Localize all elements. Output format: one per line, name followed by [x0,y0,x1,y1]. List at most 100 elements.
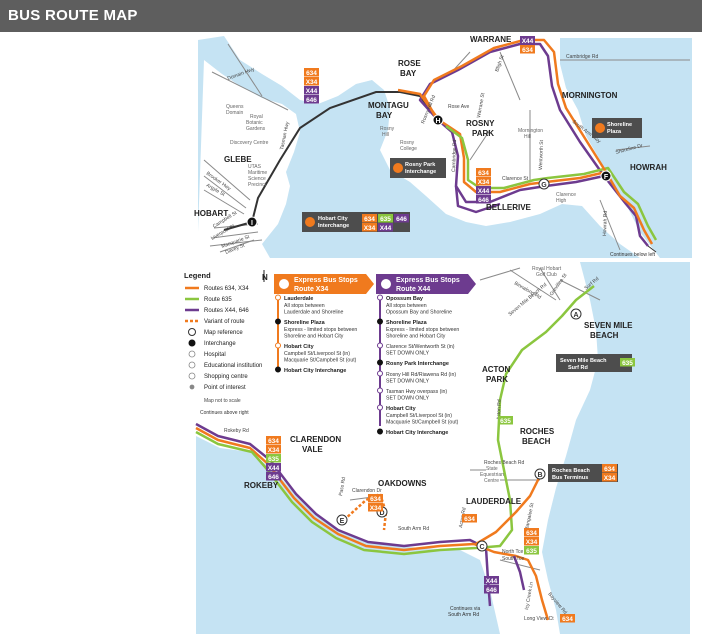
legend-label: Educational institution [204,363,262,369]
stop-icon [377,359,383,366]
road-south-tce: South Tce [502,556,524,562]
route-badge-634: 634 [306,70,317,77]
route-badge-634: 634 [364,216,375,223]
stop-name: Rosny Park Interchange [386,361,449,367]
route-badge-634: 634 [604,466,615,473]
note-continues-above-right: Continues above right [200,410,249,416]
page-title: BUS ROUTE MAP [8,7,138,24]
route-badge-bg [362,214,377,223]
map-ref-c-label: C [479,544,484,551]
stop-detail: All stops between [284,303,325,309]
legend-item: Route 635 [185,297,232,303]
route-badge-X44: X44 [486,578,498,585]
stop-detail: Opossum Bay and Shoreline [386,310,452,316]
route-badge-X44: X44 [522,38,534,45]
suburb-lauderdale: LAUDERDALE [466,497,522,506]
route-badge-634: 634 [464,516,475,523]
route-badge-bg [266,436,281,445]
montagu-inlet [360,92,386,138]
arrow-icon [647,245,657,253]
route-badge-635: 635 [500,418,511,425]
badges-lauderdale: 634 [462,514,477,523]
legend-label: Map reference [204,330,243,336]
map-ref-b-label: B [537,472,542,479]
badges-long-view: 634 [560,614,575,623]
stop-icon [275,366,281,373]
route-badge-bg [462,514,477,523]
road-bangalee-st: Bangalee St [524,502,536,530]
lower-route-badges: 634X34635X44646634X34634634X34635X446466… [266,358,635,623]
suburb-bellerive: BELLERIVE [486,203,532,212]
route-badge-bg [304,77,319,86]
express-x44-title-2: Route X44 [396,286,430,293]
route-badge-635: 635 [380,216,391,223]
legend-label: Interchange [204,341,236,347]
route-badge-bg [484,585,499,594]
road-roches-beach-rd: Roches Beach Rd [484,460,525,466]
stop-detail: Lauderdale and Shoreline [284,310,344,316]
bus-icon [595,123,605,133]
stop-detail: Macquarie St/Campbell St (out) [386,420,459,426]
route-badge-bg [476,195,491,204]
stop-detail: Campbell St/Liverpool St (in) [386,413,452,419]
legend-item: Routes X44, 646 [185,308,249,314]
legend-item: Hospital [188,350,226,358]
suburb-rokeby: ROKEBY [244,481,279,490]
stop-detail: Tasman Hwy overpass (in) [386,389,447,395]
route-badge-bg [524,528,539,537]
tasman-highway-line [251,91,439,223]
stop-name: Lauderdale [284,296,313,302]
x44-stop: Tasman Hwy overpass (in)SET DOWN ONLY [377,387,447,402]
route-badge-X34: X34 [478,179,490,186]
road-warrane-st: Warrane St [476,92,486,118]
road-wentworth-st: Wentworth St [538,139,545,170]
route-badge-634: 634 [522,47,533,54]
road-rokeby-rd: Rokeby Rd [224,428,249,434]
upper-road-network [203,43,690,253]
route-badge-bg [524,537,539,546]
stop-name: Hobart City [284,344,315,350]
stop-detail: Campbell St/Liverpool St (in) [284,351,350,357]
road-clarence-st: Clarence St [502,176,529,182]
map-ref-f [600,170,612,182]
route-badge-bg [378,223,393,232]
map-ref-g [538,178,550,190]
route-bellerive-loop [454,185,501,214]
stop-detail: Shoreline and Hobart City [284,334,344,340]
road-long-view-ct: Long View Ct [524,616,554,622]
map-ref-a [570,308,582,320]
route-badge-646: 646 [486,587,497,594]
map-ref-b [534,468,546,480]
route-badge-bg [476,177,491,186]
road-tasman-hwy: Tasman Hwy [279,121,291,151]
route-badge-X44: X44 [478,188,490,195]
route-badge-bg [266,445,281,454]
stop-icon [377,370,383,377]
route-badge-bg [520,45,535,54]
stop-detail: SET DOWN ONLY [386,379,430,385]
route-bridge [397,88,438,117]
bus-icon [380,278,392,290]
route-badge-634: 634 [268,438,279,445]
map-ref-f-label: F [604,174,609,181]
route-badge-X34: X34 [268,447,280,454]
route-badge-635: 635 [268,456,279,463]
